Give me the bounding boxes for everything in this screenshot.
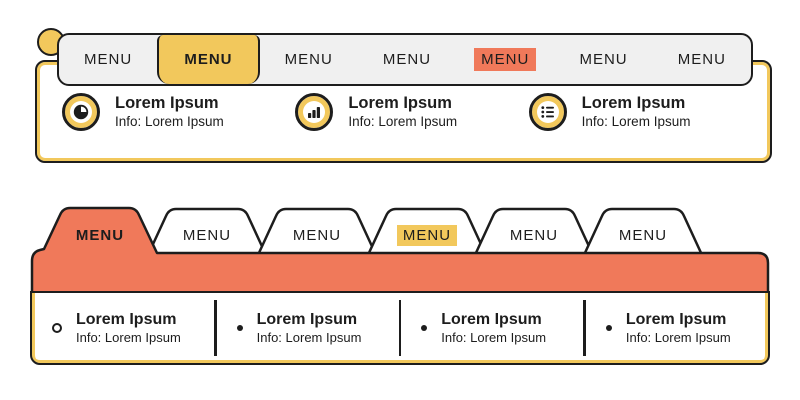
list-item-text: Lorem Ipsum Info: Lorem Ipsum [76, 310, 181, 346]
feature-info: Info: Lorem Ipsum [581, 113, 691, 129]
feature-item-1[interactable]: Lorem Ipsum Info: Lorem Ipsum [57, 92, 290, 131]
list-item-title: Lorem Ipsum [441, 311, 542, 328]
vertical-divider [214, 300, 217, 356]
vertical-divider [583, 300, 586, 356]
feature-title: Lorem Ipsum [348, 93, 452, 112]
feature-text: Lorem Ipsum Info: Lorem Ipsum [582, 94, 691, 130]
bottom-menu-tab-label: MENU [292, 227, 342, 244]
top-menu-tab-4[interactable]: MENU [358, 35, 456, 84]
feature-text: Lorem Ipsum Info: Lorem Ipsum [348, 94, 457, 130]
top-menu-tab-label: MENU [579, 51, 628, 68]
top-menu-tab-1[interactable]: MENU [59, 35, 157, 84]
top-menu-tab-label-highlight: MENU [474, 48, 537, 71]
top-menu-tab-3[interactable]: MENU [260, 35, 358, 84]
top-menu-tab-label: MENU [382, 51, 432, 68]
bottom-menu-tab-2[interactable]: MENU [165, 226, 249, 246]
pie-chart-icon [62, 92, 100, 131]
feature-title: Lorem Ipsum [581, 93, 686, 112]
bottom-menu-tab-label: MENU [509, 227, 559, 244]
list-item-4[interactable]: Lorem Ipsum Info: Lorem Ipsum [586, 293, 768, 363]
list-item-2[interactable]: Lorem Ipsum Info: Lorem Ipsum [217, 293, 399, 363]
bottom-menu-tab-6[interactable]: MENU [601, 226, 685, 246]
bottom-menu-tab-5[interactable]: MENU [492, 226, 576, 246]
top-menu-tab-label: MENU [284, 51, 333, 68]
top-menu-tab-7[interactable]: MENU [653, 35, 751, 84]
list-item-info: Info: Lorem Ipsum [625, 330, 731, 345]
feature-title: Lorem Ipsum [115, 93, 219, 112]
list-item-title: Lorem Ipsum [76, 311, 177, 328]
list-item-title: Lorem Ipsum [256, 311, 358, 328]
bottom-tabs-shape [30, 206, 770, 293]
top-menu-tab-6[interactable]: MENU [554, 35, 652, 84]
bottom-menu-tab-label: MENU [182, 227, 232, 244]
list-item-3[interactable]: Lorem Ipsum Info: Lorem Ipsum [401, 293, 583, 363]
list-item-title: Lorem Ipsum [625, 311, 727, 328]
feature-text: Lorem Ipsum Info: Lorem Ipsum [115, 94, 224, 130]
bottom-menu-widget: MENU MENU MENU MENU MENU MENU Lorem Ipsu… [30, 205, 770, 365]
top-menu-tab-label: MENU [84, 51, 133, 68]
dot-bullet-icon [236, 325, 243, 331]
bullet-list-icon [528, 92, 567, 131]
bottom-menu-tab-3[interactable]: MENU [275, 226, 359, 246]
list-item-text: Lorem Ipsum Info: Lorem Ipsum [626, 310, 731, 346]
list-item-1[interactable]: Lorem Ipsum Info: Lorem Ipsum [32, 293, 214, 363]
ring-bullet-icon [52, 323, 62, 333]
bottom-menu-tab-4-highlighted[interactable]: MENU [385, 225, 469, 246]
list-item-info: Info: Lorem Ipsum [256, 330, 362, 345]
top-menu-tab-2-active[interactable]: MENU [157, 35, 260, 84]
top-menu-widget: MENU MENU MENU MENU MENU MENU MENU [35, 28, 772, 163]
dot-bullet-icon [421, 325, 428, 331]
feature-item-2[interactable]: Lorem Ipsum Info: Lorem Ipsum [290, 92, 523, 131]
top-widget-content: Lorem Ipsum Info: Lorem Ipsum Lorem Ipsu… [57, 60, 757, 163]
bottom-menu-tab-label: MENU [75, 227, 125, 244]
bottom-menu-tab-label: MENU [618, 227, 668, 244]
list-item-info: Info: Lorem Ipsum [441, 330, 547, 345]
bottom-widget-content: Lorem Ipsum Info: Lorem Ipsum Lorem Ipsu… [30, 291, 770, 365]
list-item-info: Info: Lorem Ipsum [76, 330, 181, 345]
vertical-divider [398, 300, 402, 356]
top-menu-bar: MENU MENU MENU MENU MENU MENU MENU [57, 33, 753, 86]
top-menu-tab-5-highlighted[interactable]: MENU [456, 35, 554, 84]
dot-bullet-icon [605, 325, 612, 331]
feature-info: Info: Lorem Ipsum [348, 113, 458, 129]
list-item-text: Lorem Ipsum Info: Lorem Ipsum [257, 310, 362, 346]
list-item-text: Lorem Ipsum Info: Lorem Ipsum [441, 310, 546, 346]
feature-info: Info: Lorem Ipsum [115, 113, 224, 129]
bottom-menu-tab-label-highlight: MENU [396, 225, 458, 246]
top-menu-tab-label: MENU [184, 51, 233, 68]
bar-chart-icon [295, 92, 334, 131]
feature-item-3[interactable]: Lorem Ipsum Info: Lorem Ipsum [524, 92, 757, 131]
top-menu-tab-label: MENU [677, 51, 726, 68]
bottom-menu-tab-1-active[interactable]: MENU [58, 226, 142, 246]
